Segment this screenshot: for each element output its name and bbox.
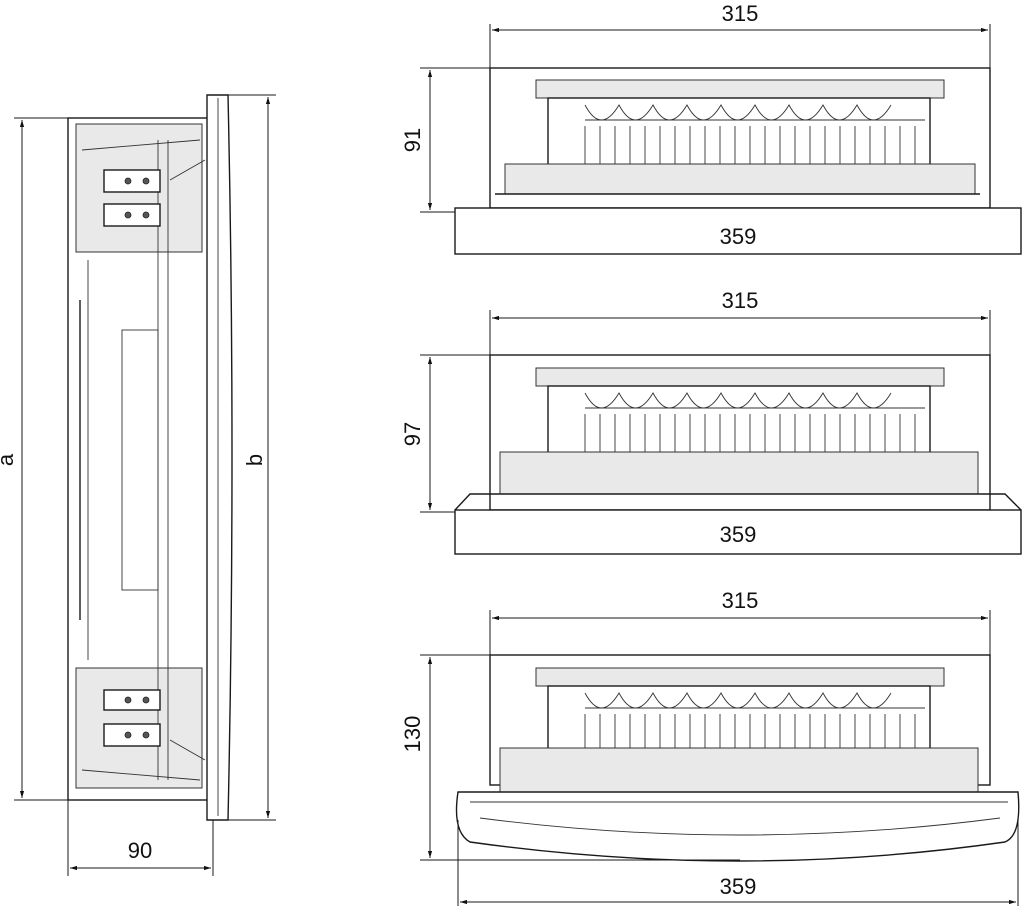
view-3: 315 130 359 [400, 588, 1020, 906]
dimension-b-label: b [242, 454, 267, 466]
dimension-a-label: a [0, 453, 18, 466]
dimension-a: a [0, 117, 68, 801]
view-2-frame [454, 509, 1022, 555]
view-1-width-bottom-label: 359 [720, 224, 757, 249]
side-view-rail-clips [103, 169, 161, 747]
dimension-b: b [228, 94, 276, 821]
view-1: 315 91 359 [400, 1, 1022, 255]
view-1-width-top-label: 315 [722, 1, 759, 26]
view-2: 315 97 359 [400, 288, 1022, 555]
side-view-cover [206, 94, 233, 821]
view-3-depth-label: 130 [400, 716, 425, 753]
dimension-depth-label: 90 [128, 838, 152, 863]
view-3-width-bottom-label: 359 [720, 874, 757, 899]
view-2-width-bottom-label: 359 [720, 522, 757, 547]
view-1-frame [454, 207, 1022, 255]
view-3-curved-cover [455, 791, 1020, 862]
side-view: a b 90 [0, 94, 276, 876]
view-2-depth-label: 97 [400, 422, 425, 446]
view-3-width-top-label: 315 [722, 588, 759, 613]
dimension-depth: 90 [67, 800, 214, 876]
view-2-width-top-label: 315 [722, 288, 759, 313]
view-1-depth-label: 91 [400, 128, 425, 152]
